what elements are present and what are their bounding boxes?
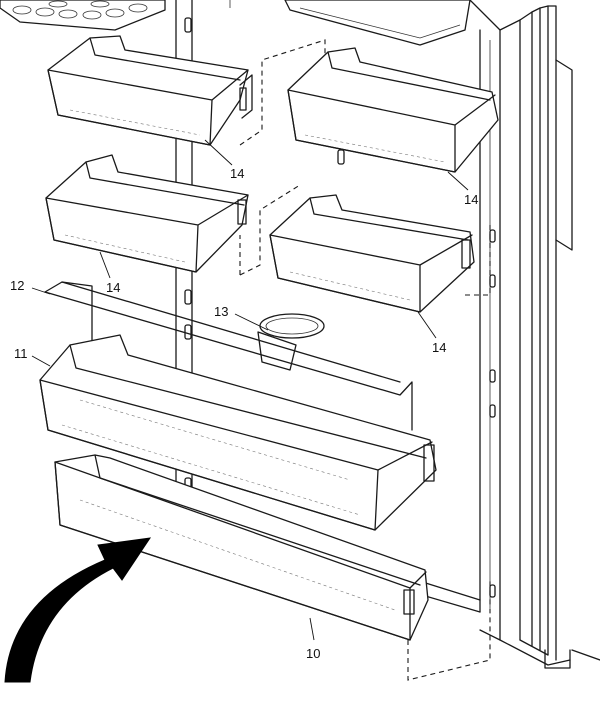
callout-13: 13 <box>214 304 228 319</box>
leader-lines <box>31 139 469 641</box>
callout-10: 10 <box>306 646 320 661</box>
callout-14-upper-right: 14 <box>464 192 478 207</box>
large-door-bin <box>39 334 437 531</box>
rotate-arrow-icon <box>4 537 152 683</box>
callout-14-middle-left: 14 <box>106 280 120 295</box>
cup-holder <box>257 313 325 371</box>
bottom-door-bin <box>54 454 429 641</box>
callout-14-middle-right: 14 <box>432 340 446 355</box>
egg-tray <box>0 0 166 31</box>
door-bin-upper-right <box>287 47 499 173</box>
callout-11: 11 <box>14 346 28 361</box>
door-bin-upper-left <box>47 35 253 146</box>
top-right-bin <box>284 0 471 46</box>
bin-rail <box>44 281 413 431</box>
callout-12: 12 <box>10 278 24 293</box>
door-bin-middle-right <box>269 194 475 313</box>
door-bin-middle-left <box>45 154 249 273</box>
callout-14-upper-left: 14 <box>230 166 244 181</box>
